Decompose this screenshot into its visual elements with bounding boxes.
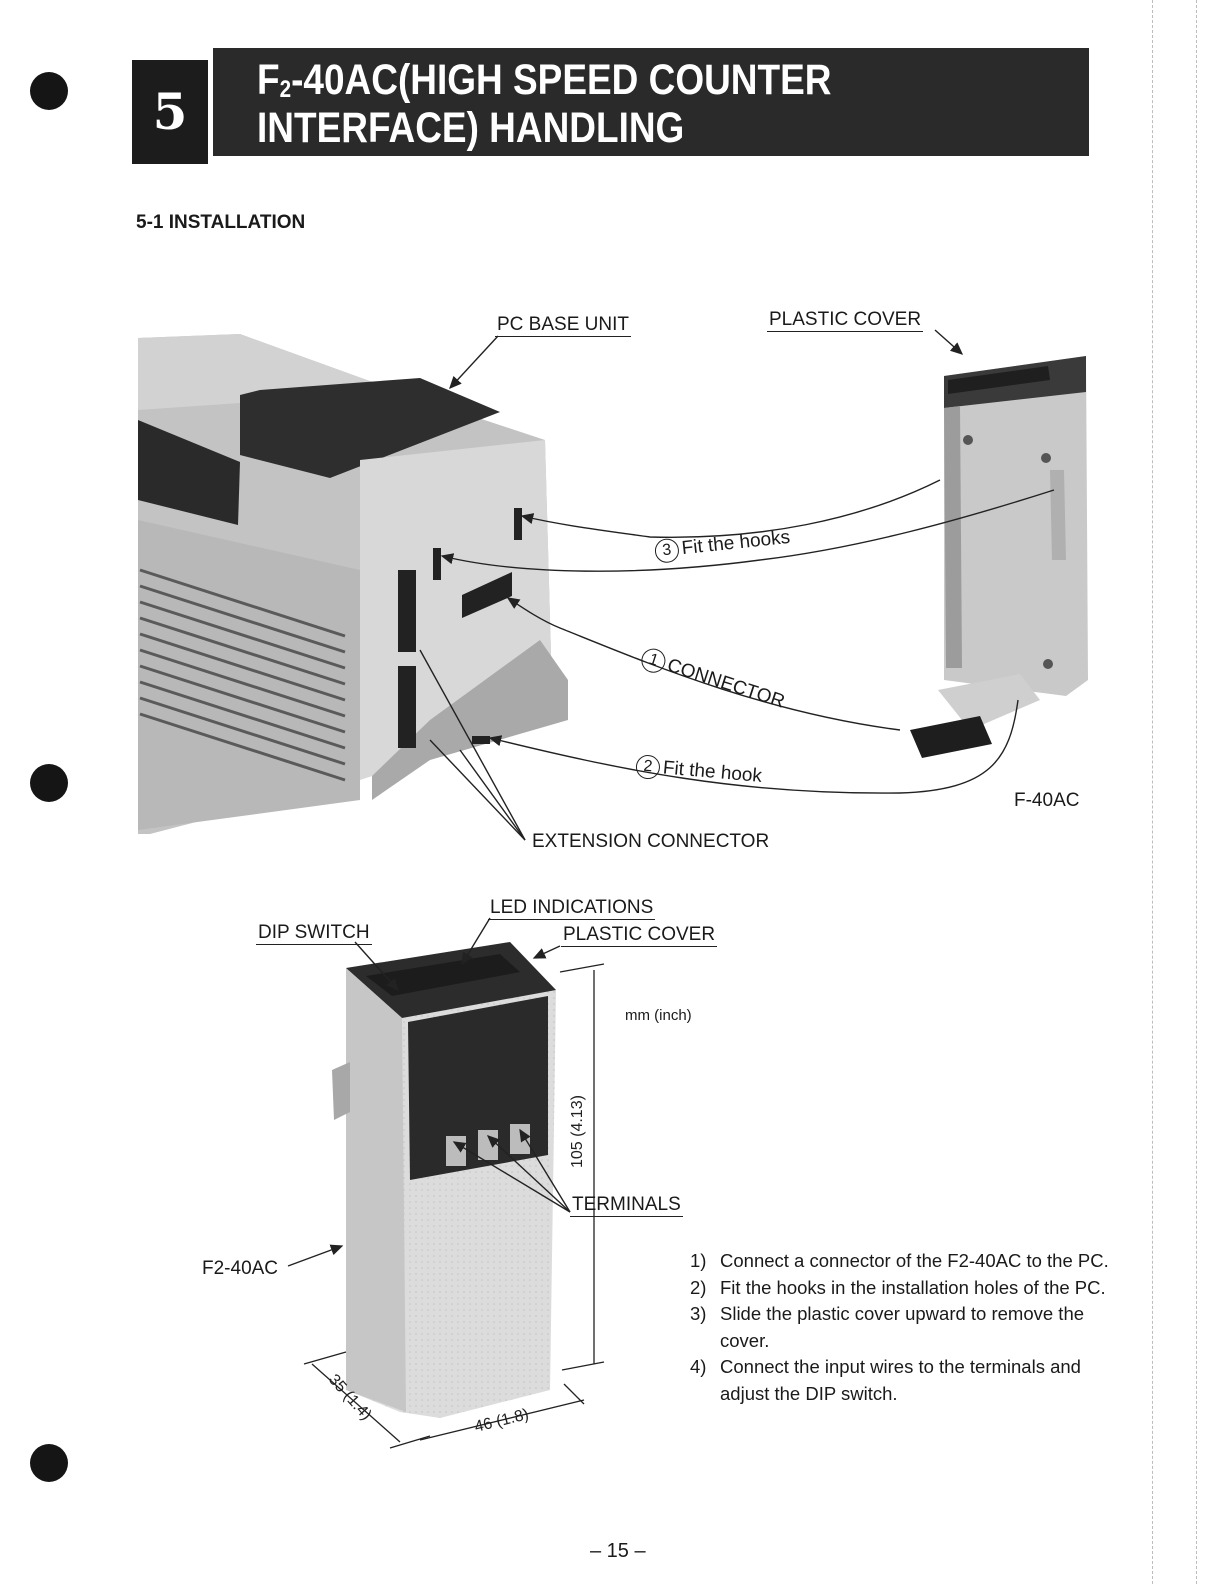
installation-instructions: 1)Connect a connector of the F2-40AC to … (690, 1248, 1110, 1407)
label-unit-note: mm (inch) (625, 1007, 692, 1024)
f-40ac-module-image (910, 356, 1088, 758)
page-number: – 15 – (590, 1540, 646, 1562)
title-rest: -40AC(HIGH SPEED COUNTER (291, 56, 832, 104)
dimension-width: 46 (1.8) (473, 1406, 531, 1436)
pc-base-unit-image (138, 334, 568, 834)
title-prefix: F (257, 56, 280, 104)
label-plastic-cover-top: PLASTIC COVER (767, 309, 924, 332)
label-led-indications: LED INDICATIONS (488, 897, 656, 920)
margin-guide (1152, 0, 1153, 1584)
margin-guide (1196, 0, 1197, 1584)
step-number: 2 (634, 754, 661, 781)
dimension-height: 105 (4.13) (569, 1095, 586, 1168)
chapter-number-box: 5 (132, 60, 212, 164)
label-pc-base-unit: PC BASE UNIT (495, 314, 631, 337)
chapter-title-line1: F2-40AC(HIGH SPEED COUNTER (257, 56, 831, 105)
f2-40ac-module-image (332, 942, 556, 1418)
chapter-title-band: F2-40AC(HIGH SPEED COUNTER INTERFACE) HA… (213, 48, 1089, 156)
label-extension-connector: EXTENSION CONNECTOR (532, 831, 770, 852)
title-subscript: 2 (279, 76, 292, 103)
step-number: 3 (653, 537, 681, 564)
chapter-number: 5 (152, 82, 188, 141)
label-f-40ac: F-40AC (1014, 790, 1080, 811)
chapter-title-line2: INTERFACE) HANDLING (257, 104, 685, 152)
label-dip-switch: DIP SWITCH (256, 922, 372, 945)
binder-hole (30, 72, 68, 110)
instruction-item: 1)Connect a connector of the F2-40AC to … (690, 1250, 1109, 1271)
instruction-item: 3)Slide the plastic cover upward to remo… (690, 1303, 1085, 1351)
label-terminals: TERMINALS (570, 1194, 683, 1217)
instruction-item: 2)Fit the hooks in the installation hole… (690, 1276, 1106, 1298)
binder-hole (30, 1444, 68, 1482)
label-plastic-cover-bottom: PLASTIC COVER (561, 924, 718, 947)
section-title: 5-1 INSTALLATION (136, 212, 306, 233)
label-f2-40ac: F2-40AC (202, 1258, 279, 1279)
instruction-item: 4)Connect the input wires to the termina… (690, 1356, 1081, 1404)
binder-hole (30, 764, 68, 802)
